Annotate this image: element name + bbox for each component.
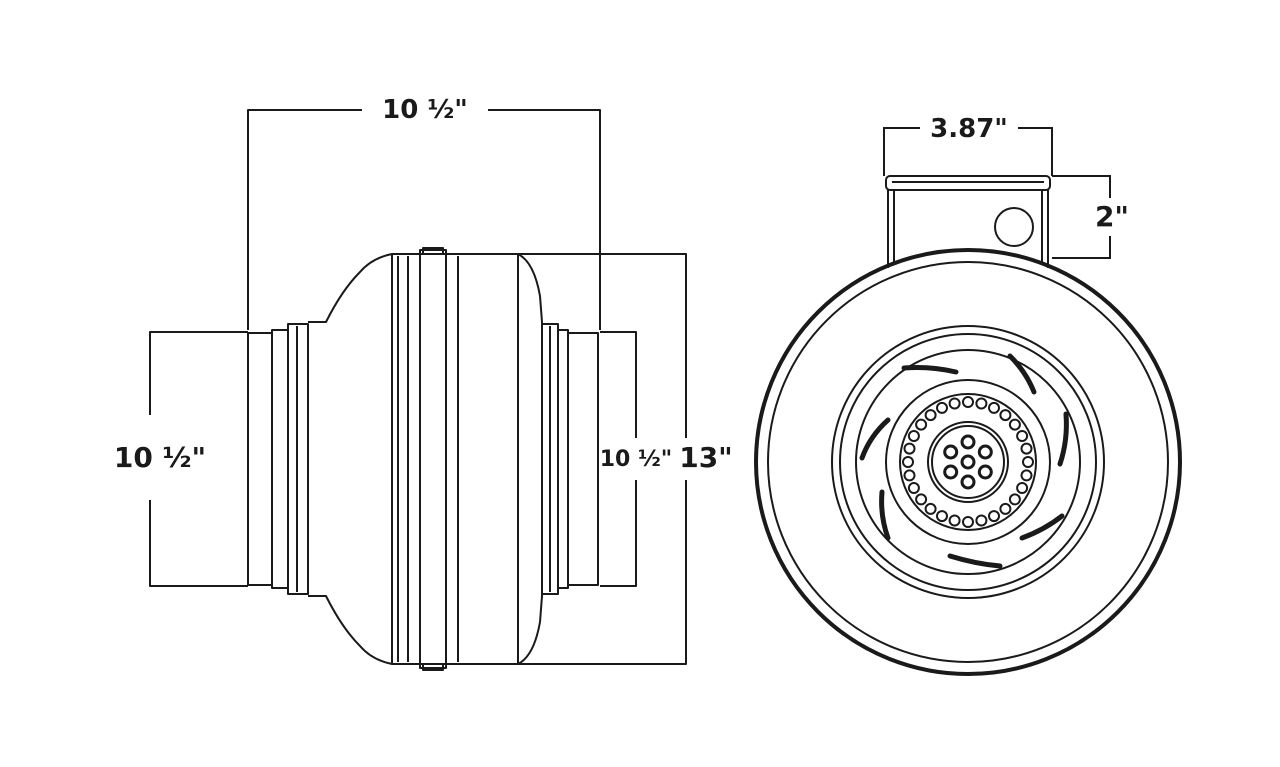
hub-hole [975, 514, 988, 527]
impeller-hub-ring [899, 393, 1037, 531]
hub-hole [903, 469, 916, 482]
dimension-bracket-width [883, 127, 1053, 176]
hub-hole [948, 397, 961, 410]
outlet-ring-inner [839, 333, 1097, 591]
inlet-cone [308, 253, 393, 665]
motor-bolt-group [943, 434, 993, 490]
outlet-taper [517, 253, 543, 665]
dimension-inlet-diameter [149, 331, 248, 587]
dimension-bracket-height [1052, 175, 1111, 259]
hub-hole [1008, 493, 1021, 506]
housing-inner-rim [767, 261, 1169, 663]
hub-hole [1016, 430, 1029, 442]
bracket-width-label: 3.87" [930, 114, 1008, 144]
hub-hole [924, 502, 937, 515]
body-diameter-label: 13" [679, 441, 733, 474]
overall-length-label: 10 ½" [382, 95, 468, 125]
inlet-collar [247, 323, 309, 595]
hub-hole [936, 510, 948, 523]
impeller-blade [1007, 353, 1037, 395]
impeller-blade [859, 417, 891, 461]
hub-hole [988, 401, 1000, 414]
hub-hole [924, 409, 937, 422]
hub-hole [903, 442, 916, 455]
impeller-blade [1019, 513, 1065, 541]
motor-bolt [977, 464, 993, 480]
hub-hole [999, 502, 1012, 515]
hub-hole-ring [902, 396, 1034, 528]
inlet-diameter-label: 10 ½" [114, 441, 206, 474]
side-view: 10 ½" 10 ½" 10 ½" 13" [114, 95, 733, 671]
hub-hole [915, 418, 928, 431]
motor-bolt [977, 444, 993, 460]
hub-hole [988, 510, 1000, 523]
motor-bolt [960, 474, 976, 490]
impeller-blade [879, 489, 891, 541]
hub-hole [1016, 482, 1029, 494]
hub-hole [948, 514, 961, 527]
impeller-blade [947, 553, 1003, 569]
hub-hole [1020, 469, 1033, 482]
outlet-ring-outer [831, 325, 1105, 599]
dimension-outlet-diameter [600, 331, 637, 587]
impeller-blade [901, 365, 959, 375]
motor-cap-outer [927, 421, 1009, 503]
outlet-diameter-label: 10 ½" [600, 447, 673, 472]
hub-hole [999, 409, 1012, 422]
hub-hole [975, 397, 988, 410]
hub-hole [962, 516, 974, 528]
dimension-body-diameter [518, 253, 687, 665]
motor-bolt [943, 464, 959, 480]
hub-hole [907, 482, 920, 494]
hub-hole [907, 430, 920, 442]
impeller-housing [855, 349, 1081, 575]
hub-hole [1008, 418, 1021, 431]
impeller-blades [859, 353, 1069, 569]
motor-bolt [960, 434, 976, 450]
motor-center-bolt [960, 454, 976, 470]
hub-hole [1022, 456, 1034, 468]
front-view: 3.87" 2" [754, 114, 1182, 676]
impeller-blade [1057, 411, 1069, 467]
hub-hole [1020, 442, 1033, 455]
dimension-overall-length [247, 109, 601, 330]
mounting-hole [994, 207, 1034, 247]
housing-outer-rim [754, 248, 1182, 676]
outlet-collar [541, 323, 599, 595]
hub-hole [902, 456, 914, 468]
hub-hole [962, 396, 974, 408]
mounting-bracket [885, 175, 1051, 268]
hub-hole [936, 401, 948, 414]
impeller-hub-outer [885, 379, 1051, 545]
bracket-height-label: 2" [1095, 200, 1129, 233]
motor-cap-inner [931, 425, 1005, 499]
hub-hole [915, 493, 928, 506]
motor-bolt [943, 444, 959, 460]
fan-housing-body [392, 247, 519, 671]
